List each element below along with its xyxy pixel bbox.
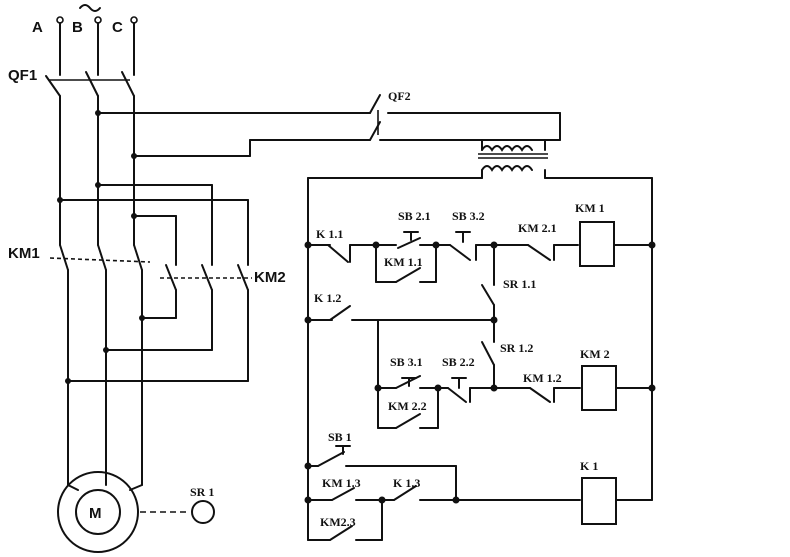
- label-km23: KM2.3: [320, 515, 356, 529]
- coil-km2: [581, 365, 617, 411]
- supply-transformer: [307, 94, 653, 179]
- label-k12: K 1.2: [314, 291, 341, 305]
- label-km21: KM 2.1: [518, 221, 557, 235]
- label-km12: KM 1.2: [523, 371, 562, 385]
- label-sb32: SB 3.2: [452, 209, 485, 223]
- label-phase-a: A: [32, 19, 43, 36]
- label-qf1: QF1: [8, 67, 37, 84]
- sr1-sensor: [191, 500, 215, 524]
- label-km13: KM 1.3: [322, 476, 361, 490]
- label-sb22: SB 2.2: [442, 355, 475, 369]
- label-sr1: SR 1: [190, 485, 214, 499]
- coil-km1: [579, 221, 615, 267]
- label-qf2: QF2: [388, 89, 411, 103]
- label-phase-b: B: [72, 19, 83, 36]
- motor-inner: [75, 489, 121, 535]
- label-ac-symbol: ~: [88, 11, 89, 13]
- label-sr11: SR 1.1: [503, 277, 536, 291]
- coil-k1: [581, 477, 617, 525]
- label-motor: M: [89, 505, 102, 522]
- label-sr12: SR 1.2: [500, 341, 533, 355]
- label-sb1: SB 1: [328, 430, 352, 444]
- label-k13: K 1.3: [393, 476, 420, 490]
- label-km2: KM2: [254, 269, 286, 286]
- label-km1-coil: KM 1: [575, 201, 605, 215]
- label-k1: K 1: [580, 459, 598, 473]
- label-km11: KM 1.1: [384, 255, 423, 269]
- label-phase-c: C: [112, 19, 123, 36]
- label-sb31: SB 3.1: [390, 355, 423, 369]
- label-km22: KM 2.2: [388, 399, 427, 413]
- control-circuit: [304, 177, 656, 541]
- label-k11: K 1.1: [316, 227, 343, 241]
- label-sb21: SB 2.1: [398, 209, 431, 223]
- power-circuit: [45, 4, 371, 553]
- label-km2-coil: KM 2: [580, 347, 610, 361]
- labels: A B C QF1 KM1 KM2 M SR 1 QF2 K 1.1 SB 2.…: [8, 11, 610, 529]
- label-km1: KM1: [8, 245, 40, 262]
- motor-outer: [57, 471, 139, 553]
